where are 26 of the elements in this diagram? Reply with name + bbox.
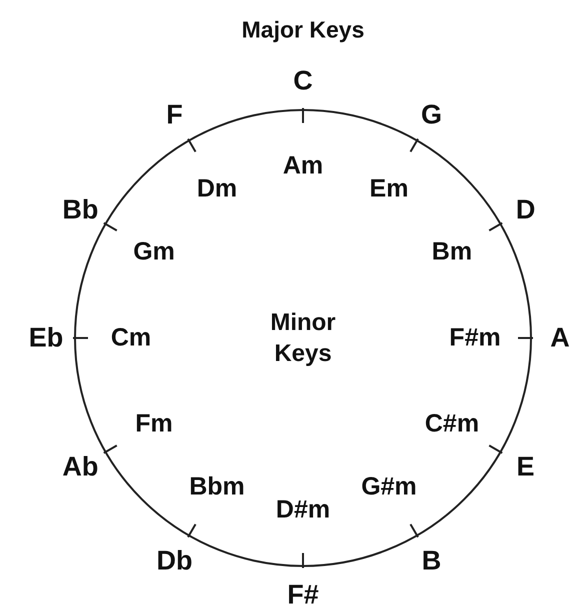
minor-key-label: F#m — [449, 326, 501, 350]
major-key-label: F — [166, 102, 183, 129]
major-key-label: E — [516, 453, 535, 480]
minor-key-label: D#m — [276, 498, 330, 522]
major-key-label: Bb — [62, 196, 98, 223]
minor-key-label: Bbm — [189, 474, 245, 500]
major-key-label: D — [516, 196, 536, 223]
minor-key-label: G#m — [361, 474, 417, 500]
minor-key-label: Gm — [133, 240, 175, 264]
major-key-label: Db — [156, 547, 192, 574]
major-key-label: F# — [287, 582, 319, 604]
minor-key-label: Bm — [432, 240, 472, 264]
minor-key-label: C#m — [424, 412, 480, 436]
chart-title: Major Keys — [242, 18, 364, 42]
major-key-label: Ab — [62, 453, 98, 480]
major-key-label: B — [422, 547, 442, 574]
minor-key-label: Fm — [135, 412, 173, 436]
minor-key-label: Am — [282, 154, 324, 178]
minor-key-label: Cm — [110, 326, 152, 350]
major-key-label: C — [293, 68, 313, 94]
minor-key-label: Em — [370, 176, 408, 202]
center-label: Minor Keys — [269, 308, 337, 369]
major-key-label: G — [421, 102, 442, 129]
minor-key-label: Dm — [196, 176, 238, 202]
major-key-label: Eb — [28, 324, 64, 352]
major-key-label: A — [550, 324, 570, 352]
